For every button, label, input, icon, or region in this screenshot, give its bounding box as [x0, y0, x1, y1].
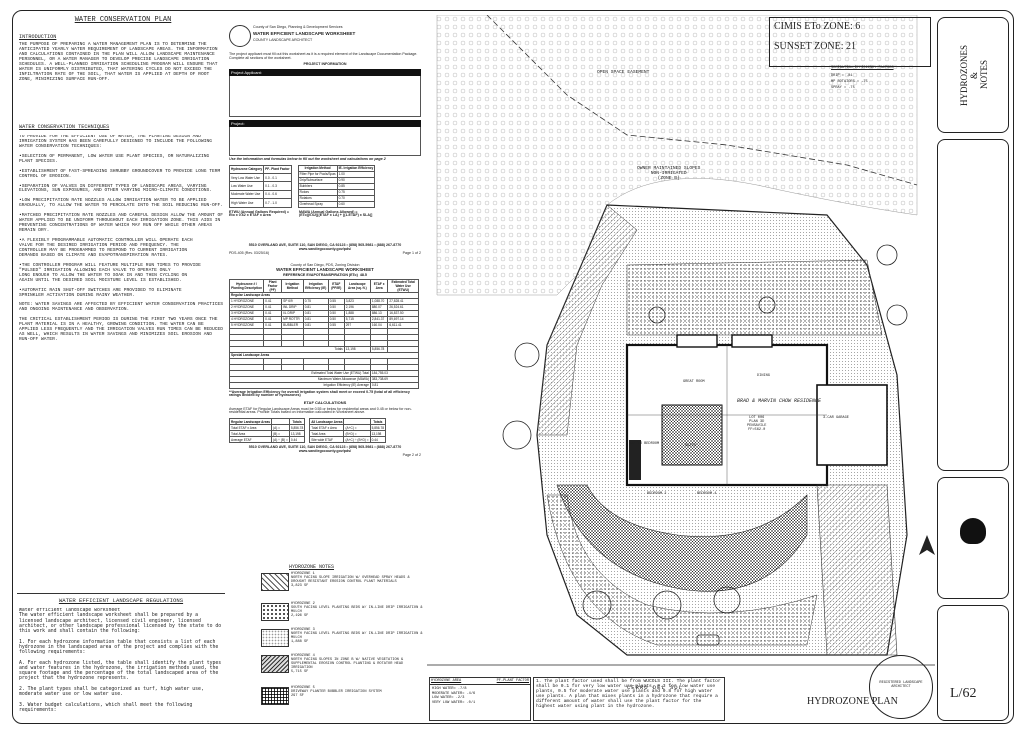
hydrozone-5-note: HYDROZONE 5 DRIVEWAY PLANTER BUBBLER IRR…: [291, 686, 382, 698]
ws-form-number: PDS-405 (Rev. 03/25/16): [229, 251, 270, 255]
ws2-title: WATER EFFICIENT LANDSCAPE WORKSHEET: [276, 266, 374, 272]
county-seal-icon: [229, 25, 251, 47]
pf-row-low: LOW WATER= .2/3: [432, 696, 465, 701]
room-master-bedroom: MASTER BEDROOM: [629, 442, 660, 446]
wcp-title: WATER CONSERVATION PLAN: [74, 16, 172, 24]
hydrozone-site-plan: OPEN SPACE EASEMENT OWNER MAINTAINED SLO…: [427, 14, 935, 721]
leaf-logo-icon: [960, 518, 986, 544]
hydrozone-2-swatch: [261, 603, 289, 621]
logo-box: [937, 477, 1009, 599]
ws2-agency: County of San Diego, PDS, Zoning Divisio…: [290, 262, 360, 267]
room-bedroom-4: BEDROOM 4: [697, 492, 717, 496]
ws-subtitle: COUNTY LANDSCAPE ARCHITECT: [253, 38, 313, 42]
hydrozone-4-note: HYDROZONE 4 NORTH FACING SLOPES IN ZONE …: [291, 654, 404, 674]
ws-applicant-bar: Project Applicant:: [229, 68, 421, 76]
sheet-name: HYDROZONES & NOTES: [959, 44, 989, 106]
sunset-zone-title: SUNSET ZONE: 21: [774, 41, 857, 52]
regs-text: Water efficient landscape worksheet The …: [19, 608, 222, 714]
ws-intro: The project applicant must fill out this…: [229, 52, 418, 60]
sheet-number: L/62: [950, 686, 977, 701]
ws-page1: Page 1 of 2: [402, 251, 421, 255]
regs-heading: WATER EFFICIENT LANDSCAPE REGULATIONS: [58, 597, 184, 604]
plant-factor-note-box: 1. The plant factor used shall be from W…: [533, 677, 725, 721]
open-space-label: OPEN SPACE EASEMENT: [597, 70, 650, 75]
sheet-number-box: L/62: [937, 605, 1009, 721]
room-patio: PATIO: [685, 444, 696, 448]
pf-row-high: HIGH WATER= .7/8: [432, 687, 467, 691]
etaf-note: Average ETAF for Regular Landscape Areas…: [229, 406, 412, 415]
zone-info-box: CIMIS ETo ZONE: 6 SUNSET ZONE: 21: [769, 17, 931, 67]
ws-title: WATER EFFICIENT LANDSCAPE WORKSHEET: [253, 31, 356, 36]
intro-text: THE PURPOSE OF PREPARING A WATER MANAGEM…: [19, 42, 218, 82]
site-plan-drawing: [427, 14, 935, 666]
ws-note: **Average Irrigation Efficiency for over…: [229, 389, 410, 398]
hydrozone-3-note: HYDROZONE 3 NORTH FACING LEVEL PLANTING …: [291, 628, 423, 644]
eff-spray: SPRAY = .75: [831, 86, 855, 90]
room-dining: DINING: [757, 374, 770, 378]
ws-agency: County of San Diego, Planning & Developm…: [253, 25, 343, 29]
ws-instructions: Use the information and formulas below t…: [229, 156, 386, 161]
ws-page2: Page 2 of 2: [402, 453, 421, 458]
ws2-eto: REFERENCE EVAPOTRANSPIRATION (ETo) 48.5: [283, 272, 367, 277]
ws-address: 5510 OVERLAND AVE, SUITE 110, SAN DIEGO,…: [248, 243, 402, 252]
water-efficient-worksheet: County of San Diego, Planning & Developm…: [228, 25, 421, 458]
eff-rotators: MP ROTATORS = .75: [831, 80, 868, 84]
ws-project-bar: Project:: [229, 119, 421, 127]
efficiency-heading: IRRIGATION EFFICIENCY FACTORS: [831, 66, 894, 70]
ws-applicant-fields: [229, 75, 421, 117]
regulations-panel: WATER EFFICIENT LANDSCAPE REGULATIONS Wa…: [17, 593, 225, 722]
room-garage: 3-CAR GARAGE: [823, 416, 849, 420]
owner-slopes-label: OWNER MAINTAINED SLOPES NON-IRRIGATED (Z…: [637, 166, 701, 181]
intro-heading: INTRODUCTION: [19, 34, 57, 40]
pf-header-factor: PF-PLANT FACTOR: [496, 679, 529, 683]
ws-section1: PROJECT INFORMATION: [303, 61, 347, 66]
professional-stamp: REGISTERED LANDSCAPE ARCHITECT: [869, 655, 933, 719]
eff-drip: DRIP = .81: [831, 74, 853, 78]
hydrozone-1-note: HYDROZONE 1 NORTH FACING SLOPE IRRIGATIO…: [291, 572, 410, 588]
hydrozone-1-swatch: [261, 573, 289, 591]
pf-row-moderate: MODERATE WATER= .4/6: [432, 691, 476, 696]
room-bedroom-2: BEDROOM 2: [647, 492, 667, 496]
sheet-name-box: HYDROZONES & NOTES: [937, 17, 1009, 133]
etwu-formula: ETWU (Annual Gallons Required) = Eto x 0…: [229, 209, 289, 218]
road-label: CERRO DEL SOL: [627, 684, 683, 691]
pf-header-area: HYDROZONE AREA: [431, 679, 462, 683]
legend-title: HYDROZONE NOTES: [289, 564, 335, 570]
ws2-address: 5510 OVERLAND AVE, SUITE 110, SAN DIEGO,…: [248, 445, 402, 454]
irrigation-efficiency-box: IRRIGATION EFFICIENCY FACTORS DRIP = .81…: [831, 66, 929, 103]
room-great-room: GREAT ROOM: [683, 380, 705, 384]
plant-factor-table: HYDROZONE AREA PF-PLANT FACTOR HIGH WATE…: [429, 677, 531, 721]
plant-factor-note: 1. The plant factor used shall be from W…: [536, 679, 721, 709]
etaf-heading: ETAF CALCULATIONS: [303, 400, 347, 406]
hydrozone-2-note: HYDROZONE 2 SOUTH FACING LEVEL PLANTING …: [291, 602, 423, 618]
ws-project-fields: [229, 126, 421, 156]
cimis-zone-title: CIMIS ETo ZONE: 6: [774, 21, 861, 32]
lot-info: LOT 006 PLAN 3D PENSAVILE FF=562.0: [747, 416, 767, 432]
hydrozone-legend: HYDROZONE NOTES HYDROZONE 1 NORTH FACING…: [229, 559, 425, 721]
techniques-heading: WATER CONSERVATION TECHNIQUES: [19, 124, 110, 130]
techniques-text: TO PROVIDE FOR THE EFFICIENT USE OF WATE…: [19, 135, 223, 343]
pf-row-verylow: VERY LOW WATER= .0/1: [432, 701, 476, 706]
residence-label: BRAD & MARVIN CHOW RESIDENCE: [737, 398, 822, 404]
drawing-sheet: WATER CONSERVATION PLAN INTRODUCTION THE…: [12, 10, 1014, 724]
mawa-formula: MAWA (Annual Gallons Allowed) = (ETo)(0.…: [299, 209, 373, 218]
hydrozone-4-swatch: [261, 655, 289, 673]
stamp-text: REGISTERED LANDSCAPE ARCHITECT: [879, 681, 923, 689]
hydrozone-3-swatch: [261, 629, 289, 647]
consultant-box: [937, 139, 1009, 471]
hydrozone-5-swatch: [261, 687, 289, 705]
